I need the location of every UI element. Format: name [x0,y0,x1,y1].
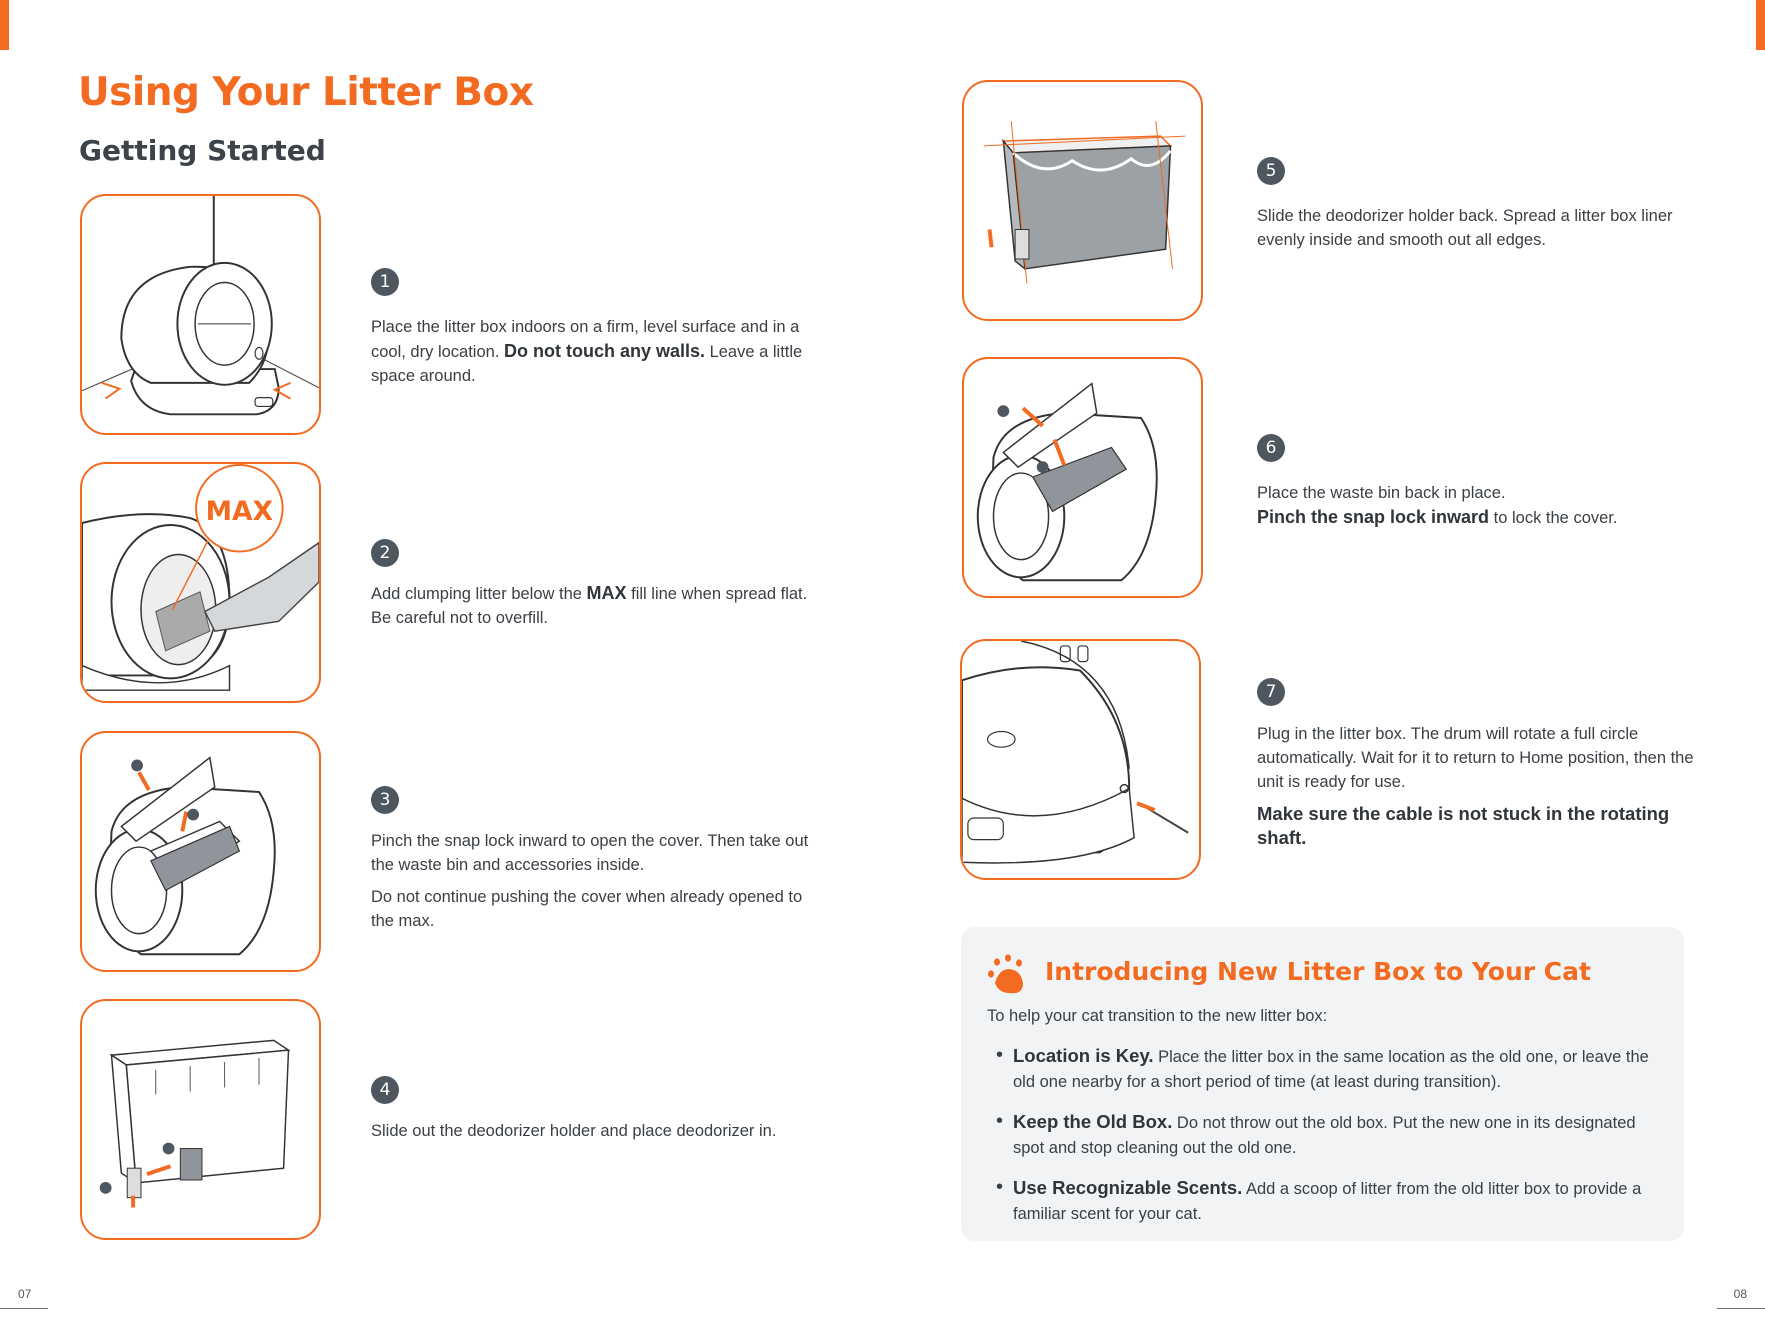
page-number-right-rule [1717,1308,1765,1309]
page-number-right: 08 [1733,1287,1747,1301]
step-7-text: Plug in the litter box. The drum will ro… [1257,722,1697,858]
tip-text: Add a scoop of litter from the old litte… [1013,1180,1642,1223]
page-number-left: 07 [18,1287,32,1301]
emphasis-text: MAX [586,583,627,603]
step-6-paragraph-2: Pinch the snap lock inward to lock the c… [1257,505,1697,530]
step-5-badge: 5 [1257,157,1285,185]
left-corner-accent [0,0,9,50]
step-1-badge: 1 [371,268,399,296]
tip-item: Use Recognizable Scents. Add a scoop of … [987,1175,1667,1227]
emphasis-text: Do not touch any walls. [503,341,705,361]
open-cover-drawing [94,756,276,956]
step-5-paragraph: Slide the deodorizer holder back. Spread… [1257,207,1673,249]
step-3-text: Pinch the snap lock inward to open the c… [371,829,811,941]
step-3-badge: 3 [371,786,399,814]
tips-intro: To help your cat transition to the new l… [987,1007,1328,1025]
tips-title: Introducing New Litter Box to Your Cat [1045,957,1591,986]
page-number-left-rule [0,1308,48,1309]
page-heading: Using Your Litter Box [78,70,534,115]
text-run: to lock the cover. [1489,509,1618,527]
step-3-paragraph-1: Pinch the snap lock inward to open the c… [371,832,809,874]
max-fill-label: MAX [206,496,273,527]
step-2-badge: 2 [371,539,399,567]
step-5-illustration [962,80,1203,321]
paw-icon [988,954,1023,994]
right-corner-accent [1756,0,1765,50]
replace-waste-bin-drawing [976,382,1158,582]
plug-in-cable-drawing [962,641,1189,864]
tips-list: Location is Key. Place the litter box in… [987,1043,1667,1241]
step-2-text: Add clumping litter below the MAX fill l… [371,581,811,638]
tip-item: Location is Key. Place the litter box in… [987,1043,1667,1095]
step-4-paragraph: Slide out the deodorizer holder and plac… [371,1122,777,1140]
tips-panel: Introducing New Litter Box to Your Cat T… [961,927,1684,1241]
liner-spread-drawing [983,121,1186,284]
text-run: fill line when spread flat. Be careful n… [371,585,808,627]
emphasis-text: Pinch the snap lock inward [1257,507,1490,527]
litter-box-placement-drawing [82,196,319,416]
step-6-badge: 6 [1257,434,1285,462]
step-7-paragraph: Plug in the litter box. The drum will ro… [1257,725,1694,791]
step-5-text: Slide the deodorizer holder back. Spread… [1257,204,1697,260]
tip-heading: Use Recognizable Scents. [1013,1177,1243,1198]
step-4-text: Slide out the deodorizer holder and plac… [371,1119,811,1151]
step-2-illustration: MAX [80,462,321,703]
tip-heading: Location is Key. [1013,1045,1154,1066]
step-6-text: Place the waste bin back in place. Pinch… [1257,481,1697,538]
step-3-paragraph-2: Do not continue pushing the cover when a… [371,888,803,930]
deodorizer-holder-drawing [99,1039,291,1208]
text-run: Leave a little space around. [371,343,803,385]
tip-item: Keep the Old Box. Do not throw out the o… [987,1109,1667,1161]
step-1-text: Place the litter box indoors on a firm, … [371,315,821,396]
tip-text: Do not throw out the old box. Put the ne… [1013,1114,1636,1157]
step-4-badge: 4 [371,1076,399,1104]
step-7-badge: 7 [1257,678,1285,706]
step-6-paragraph-1: Place the waste bin back in place. [1257,484,1506,502]
step-1-paragraph: Place the litter box indoors on a firm, … [371,315,821,388]
text-run: Place the litter box indoors on a firm, … [371,318,800,361]
tip-heading: Keep the Old Box. [1013,1111,1173,1132]
step-4-illustration [80,999,321,1240]
step-1-illustration [80,194,321,435]
text-run: Add clumping litter below the [371,585,587,603]
step-6-illustration [962,357,1203,598]
step-7-illustration [960,639,1201,880]
section-subheading: Getting Started [79,134,326,167]
step-2-paragraph: Add clumping litter below the MAX fill l… [371,581,811,630]
step-3-illustration [80,731,321,972]
tip-text: Place the litter box in the same locatio… [1013,1048,1649,1091]
adding-litter-drawing: MAX [82,464,319,691]
step-7-warning-note: Make sure the cable is not stuck in the … [1257,803,1670,848]
